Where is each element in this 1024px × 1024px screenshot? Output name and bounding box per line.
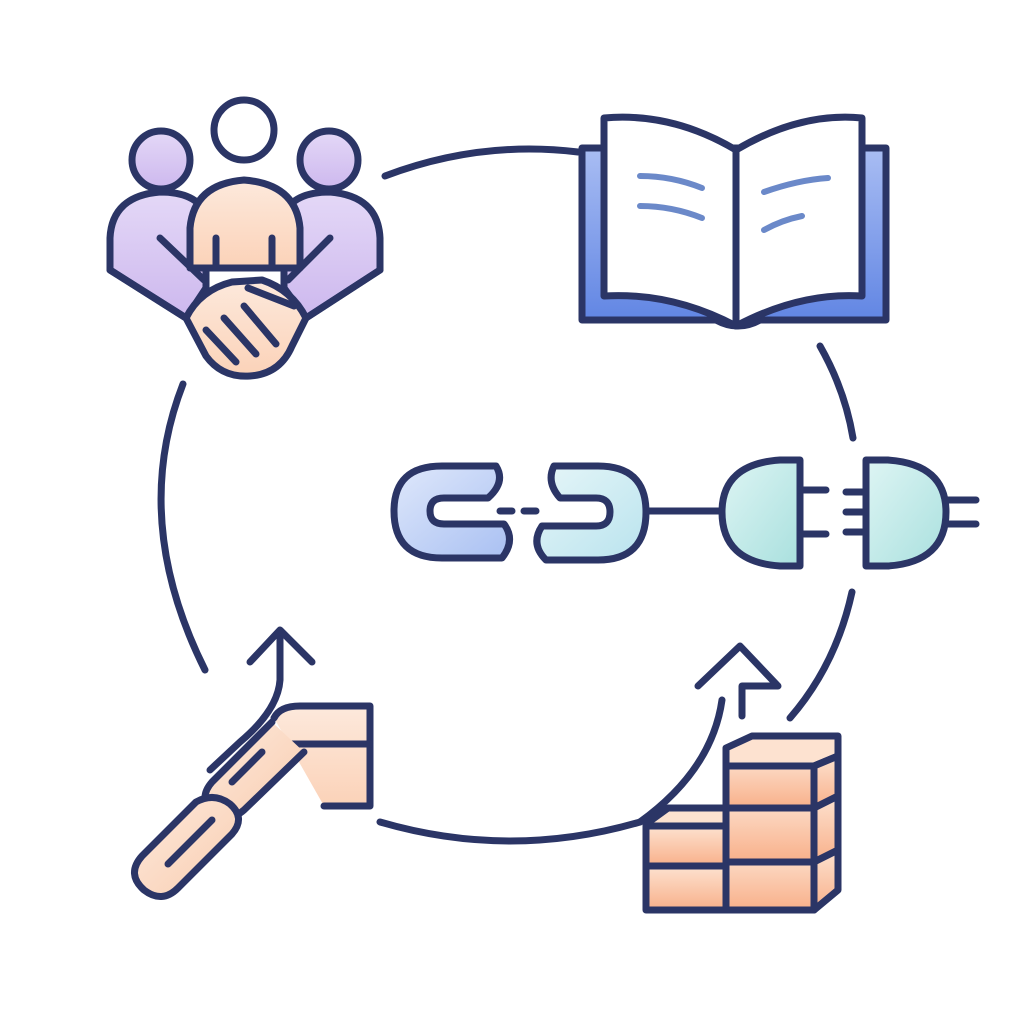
- book-line-right-1: [761, 175, 831, 195]
- tag-block: [270, 702, 374, 810]
- handshake: [182, 276, 310, 380]
- arc-right-lower: [786, 588, 856, 722]
- handshake-finger-2: [220, 314, 260, 358]
- person-center-back-head: [210, 96, 278, 164]
- chain-link-arrow-icon: [131, 626, 374, 900]
- arc-right-upper: [816, 342, 857, 442]
- plug-right-body: [862, 456, 950, 570]
- arc-bottom: [376, 818, 644, 845]
- book-line-right-2: [761, 213, 805, 233]
- block-tall-2: [722, 792, 842, 866]
- plug-left-body: [718, 456, 804, 570]
- book-right-page: [732, 113, 866, 330]
- person-center-body: [186, 176, 304, 272]
- arc-left: [157, 380, 209, 674]
- open-book-icon: [578, 113, 890, 330]
- cycle-arcs: [157, 145, 857, 845]
- arc-top: [381, 145, 582, 180]
- inner-arm-right: [284, 234, 334, 284]
- up-arrow-right-head: [694, 642, 782, 720]
- chain-link-right-outer: [533, 462, 650, 564]
- up-arrow-right-shaft: [636, 696, 726, 826]
- block-short-2: [642, 862, 730, 914]
- book-line-left-2: [637, 203, 705, 221]
- block-tall-3: [722, 846, 842, 914]
- stacked-blocks-arrow-icon: [636, 642, 842, 914]
- handshake-finger-3: [240, 302, 280, 348]
- person-right-head: [296, 127, 362, 193]
- link-lower-inner: [164, 816, 216, 868]
- block-short-1: [642, 822, 730, 870]
- person-left-head: [128, 127, 194, 193]
- book-left-page: [600, 113, 740, 330]
- handshake-finger-1: [202, 326, 240, 366]
- chain-link-left-outer: [390, 462, 513, 562]
- people-handshake-icon: [106, 96, 384, 380]
- up-arrow-left-shaft: [206, 628, 284, 774]
- handshake-thumb: [244, 284, 298, 310]
- up-arrow-left-head: [246, 626, 316, 666]
- broken-chain-plug-icon: [390, 456, 980, 570]
- book-line-left-1: [637, 173, 705, 191]
- link-upper-inner: [228, 748, 266, 786]
- block-tall-1: [722, 752, 842, 812]
- inner-arm-left: [156, 234, 208, 284]
